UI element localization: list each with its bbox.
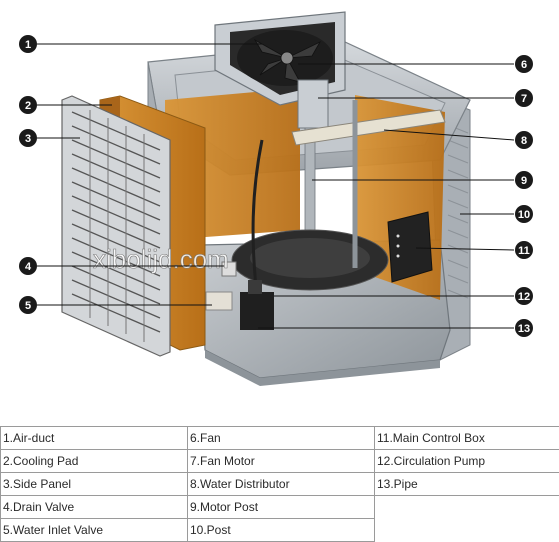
callout-10: 10 xyxy=(515,205,533,223)
side-panel-grille xyxy=(62,96,170,356)
table-cell: 8.Water Distributor xyxy=(188,473,375,496)
table-cell: 9.Motor Post xyxy=(188,496,375,519)
table-cell: 12.Circulation Pump xyxy=(375,450,559,473)
table-cell: 10.Post xyxy=(188,519,375,542)
callout-2-label: 2 xyxy=(25,100,31,112)
callout-3: 3 xyxy=(19,129,37,147)
table-row: 5.Water Inlet Valve 10.Post xyxy=(1,519,559,542)
table-cell: 1.Air-duct xyxy=(1,427,188,450)
callout-4: 4 xyxy=(19,257,37,275)
callout-5: 5 xyxy=(19,296,37,314)
callout-9-label: 9 xyxy=(521,175,527,187)
water-inlet-valve xyxy=(206,292,232,310)
callout-7: 7 xyxy=(515,89,533,107)
table-row: 2.Cooling Pad 7.Fan Motor 12.Circulation… xyxy=(1,450,559,473)
table-row: 3.Side Panel 8.Water Distributor 13.Pipe xyxy=(1,473,559,496)
callout-9: 9 xyxy=(515,171,533,189)
table-cell: 6.Fan xyxy=(188,427,375,450)
table-cell: 4.Drain Valve xyxy=(1,496,188,519)
table-cell: 13.Pipe xyxy=(375,473,559,496)
callout-1: 1 xyxy=(19,35,37,53)
callout-4-label: 4 xyxy=(25,261,32,273)
table-cell: 3.Side Panel xyxy=(1,473,188,496)
air-cooler-exploded-diagram: xibolijd.com 1 2 3 4 5 6 7 8 9 10 11 12 … xyxy=(0,0,559,420)
table-cell: 2.Cooling Pad xyxy=(1,450,188,473)
table-cell: 11.Main Control Box xyxy=(375,427,559,450)
callout-13: 13 xyxy=(515,319,533,337)
table-row: 1.Air-duct 6.Fan 11.Main Control Box xyxy=(1,427,559,450)
callout-3-label: 3 xyxy=(25,133,31,145)
callout-11-label: 11 xyxy=(518,245,530,257)
callout-8: 8 xyxy=(515,131,533,149)
callout-7-label: 7 xyxy=(521,93,527,105)
callout-2: 2 xyxy=(19,96,37,114)
table-cell xyxy=(375,519,559,542)
watermark-text: xibolijd.com xyxy=(93,244,229,274)
table-cell xyxy=(375,496,559,519)
table-row: 4.Drain Valve 9.Motor Post xyxy=(1,496,559,519)
main-control-box xyxy=(388,212,432,282)
callout-6-label: 6 xyxy=(521,59,527,71)
callout-12: 12 xyxy=(515,287,533,305)
callout-13-label: 13 xyxy=(518,323,530,335)
callout-1-label: 1 xyxy=(25,39,31,51)
callout-6: 6 xyxy=(515,55,533,73)
table-cell: 5.Water Inlet Valve xyxy=(1,519,188,542)
parts-list-table: 1.Air-duct 6.Fan 11.Main Control Box 2.C… xyxy=(0,426,559,542)
callout-11: 11 xyxy=(515,241,533,259)
callout-5-label: 5 xyxy=(25,300,31,312)
callout-10-label: 10 xyxy=(518,209,530,221)
fan-motor xyxy=(298,80,328,128)
table-cell: 7.Fan Motor xyxy=(188,450,375,473)
callout-12-label: 12 xyxy=(518,291,530,303)
callout-8-label: 8 xyxy=(521,135,527,147)
